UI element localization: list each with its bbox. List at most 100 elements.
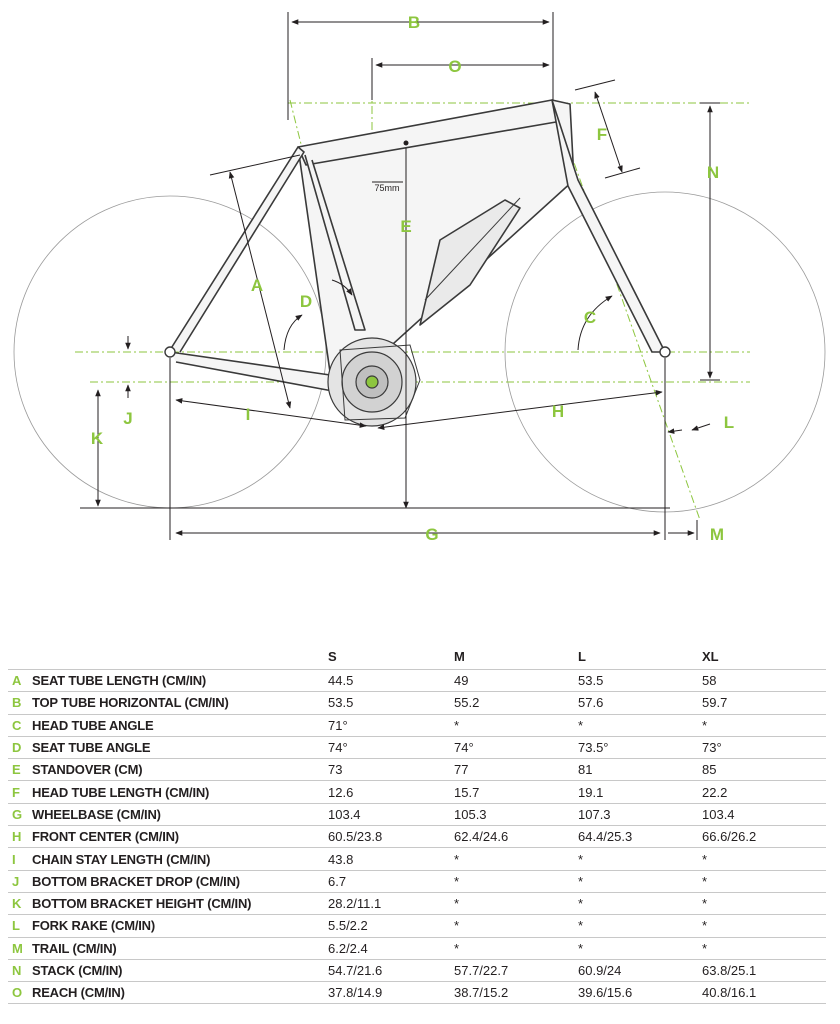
value-l: 107.3 [578,803,702,827]
label-o: O [448,57,461,76]
row-name: TRAIL (CM/IN) [32,937,328,960]
row-name: BOTTOM BRACKET DROP (CM/IN) [32,870,328,893]
value-s: 12.6 [328,780,454,804]
rear-axle [164,346,176,358]
row-name: SEAT TUBE ANGLE [32,736,328,760]
label-h: H [552,402,564,421]
row-letter: M [8,937,32,960]
value-m: * [454,714,578,737]
value-m: * [454,914,578,938]
value-m: * [454,870,578,893]
row-letter: H [8,825,32,849]
value-s: 74° [328,736,454,760]
value-l: * [578,714,702,737]
value-s: 37.8/14.9 [328,981,454,1005]
label-k: K [91,429,104,448]
value-s: 73 [328,758,454,782]
value-l: 57.6 [578,691,702,715]
label-l: L [724,413,734,432]
header-size: XL [702,648,719,664]
value-m: * [454,847,578,871]
dimension-lines [80,12,720,540]
value-xl: * [702,914,826,938]
label-i: I [246,405,251,424]
row-name: HEAD TUBE ANGLE [32,714,328,737]
row-letter: O [8,981,32,1005]
header-size: L [578,648,586,664]
header-spacer [8,648,32,670]
value-xl: * [702,892,826,916]
row-name: TOP TUBE HORIZONTAL (CM/IN) [32,691,328,715]
row-name: REACH (CM/IN) [32,981,328,1005]
value-xl: 103.4 [702,803,826,827]
label-e: E [400,217,411,236]
row-letter: E [8,758,32,782]
value-s: 71° [328,714,454,737]
value-s: 60.5/23.8 [328,825,454,849]
value-m: 15.7 [454,780,578,804]
row-letter: L [8,914,32,938]
table-header-row: S M L XL [8,648,826,670]
value-s: 5.5/2.2 [328,914,454,938]
row-letter: G [8,803,32,827]
value-l: 39.6/15.6 [578,981,702,1005]
row-name: FRONT CENTER (CM/IN) [32,825,328,849]
front-axle [659,346,671,358]
value-l: * [578,914,702,938]
value-xl: 58 [702,668,826,693]
value-s: 28.2/11.1 [328,892,454,916]
value-xl: * [702,937,826,960]
value-s: 43.8 [328,847,454,871]
value-l: 81 [578,758,702,782]
row-letter: B [8,691,32,715]
row-name: STANDOVER (CM) [32,758,328,782]
value-l: 53.5 [578,668,702,693]
row-name: STACK (CM/IN) [32,959,328,983]
value-m: 38.7/15.2 [454,981,578,1005]
header-size: S [328,648,337,664]
row-letter: D [8,736,32,760]
value-xl: * [702,714,826,737]
value-l: * [578,892,702,916]
bike-frame [169,99,666,393]
row-letter: F [8,780,32,804]
offset-note: 75mm [374,183,399,193]
value-xl: 73° [702,736,826,760]
value-s: 103.4 [328,803,454,827]
header-spacer [32,648,328,670]
value-l: 73.5° [578,736,702,760]
value-m: 62.4/24.6 [454,825,578,849]
value-s: 54.7/21.6 [328,959,454,983]
row-letter: C [8,714,32,737]
value-m: 57.7/22.7 [454,959,578,983]
value-s: 6.7 [328,870,454,893]
top-tube-point [403,140,409,146]
value-m: 105.3 [454,803,578,827]
row-name: HEAD TUBE LENGTH (CM/IN) [32,780,328,804]
row-name: BOTTOM BRACKET HEIGHT (CM/IN) [32,892,328,916]
value-m: 49 [454,668,578,693]
row-name: FORK RAKE (CM/IN) [32,914,328,938]
label-b: B [408,13,420,32]
value-xl: 40.8/16.1 [702,981,826,1005]
row-letter: A [8,668,32,693]
value-m: 55.2 [454,691,578,715]
value-s: 53.5 [328,691,454,715]
value-m: 77 [454,758,578,782]
label-g: G [425,525,438,544]
